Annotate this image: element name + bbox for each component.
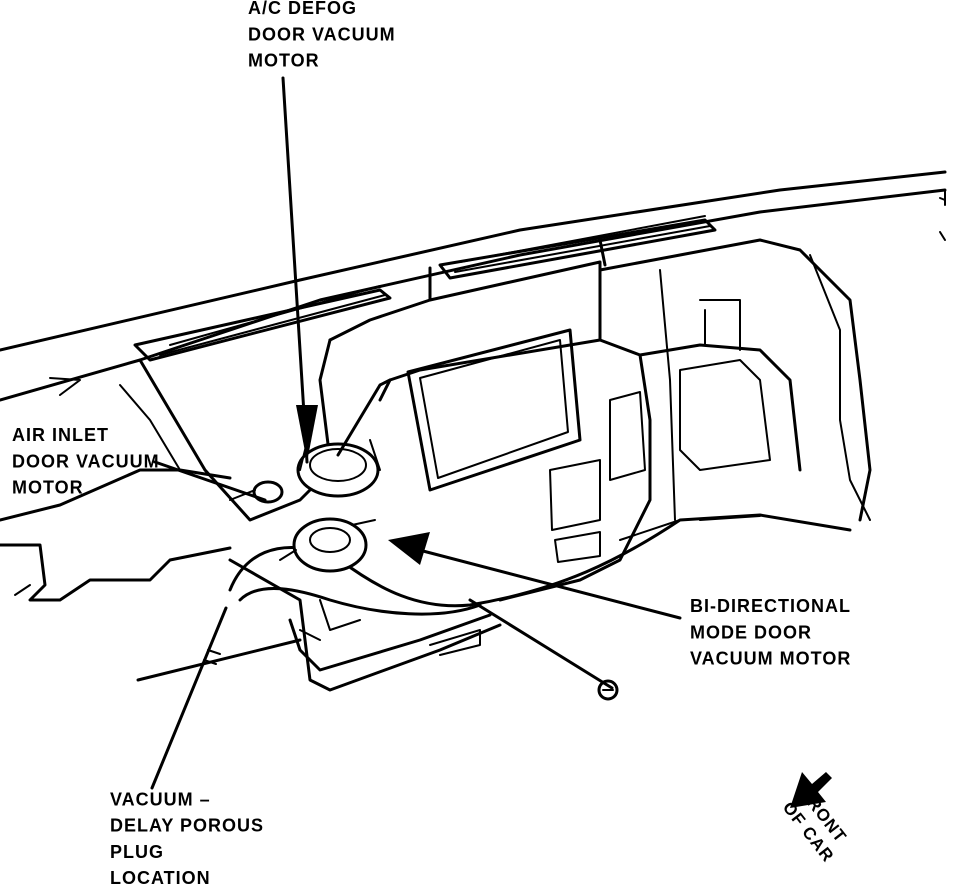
mode-door-label-line: MODE DOOR [690,621,813,643]
mode-door-vacuum-motor [279,517,376,573]
air-inlet-label-line: AIR INLET [12,424,109,446]
air-inlet-label-line: MOTOR [12,476,84,498]
air-inlet-label: AIR INLET DOOR VACUUM MOTOR [12,422,160,501]
vacuum-delay-label-line: LOCATION [110,867,211,889]
hvac-module [138,238,872,602]
vacuum-delay-label: VACUUM – DELAY POROUS PLUG LOCATION [110,787,264,892]
ac-defog-label-line: MOTOR [248,49,320,71]
mode-door-label-line: BI-DIRECTIONAL [690,595,851,617]
air-inlet-vacuum-motor [229,480,284,504]
defroster-vents [133,215,717,362]
ac-defog-label-line: DOOR VACUUM [248,23,396,45]
vacuum-delay-label-line: DELAY POROUS [110,814,265,836]
ac-defog-label: A/C DEFOG DOOR VACUUM MOTOR [248,0,396,74]
mounting-screw [597,679,619,701]
mode-door-label: BI-DIRECTIONAL MODE DOOR VACUUM MOTOR [690,593,851,672]
front-of-car-arrow [790,772,832,808]
lower-duct [228,558,502,692]
mode-door-label-line: VACUUM MOTOR [690,647,852,669]
leader-lines [136,76,682,790]
ac-defog-label-line: A/C DEFOG [248,0,358,19]
vacuum-delay-label-line: VACUUM – [110,788,211,810]
vacuum-delay-label-line: PLUG [110,841,165,863]
ac-defog-vacuum-motor [296,378,392,498]
vacuum-hoses [228,254,871,616]
instrument-panel-outline [0,170,947,602]
air-inlet-label-line: DOOR VACUUM [12,450,160,472]
